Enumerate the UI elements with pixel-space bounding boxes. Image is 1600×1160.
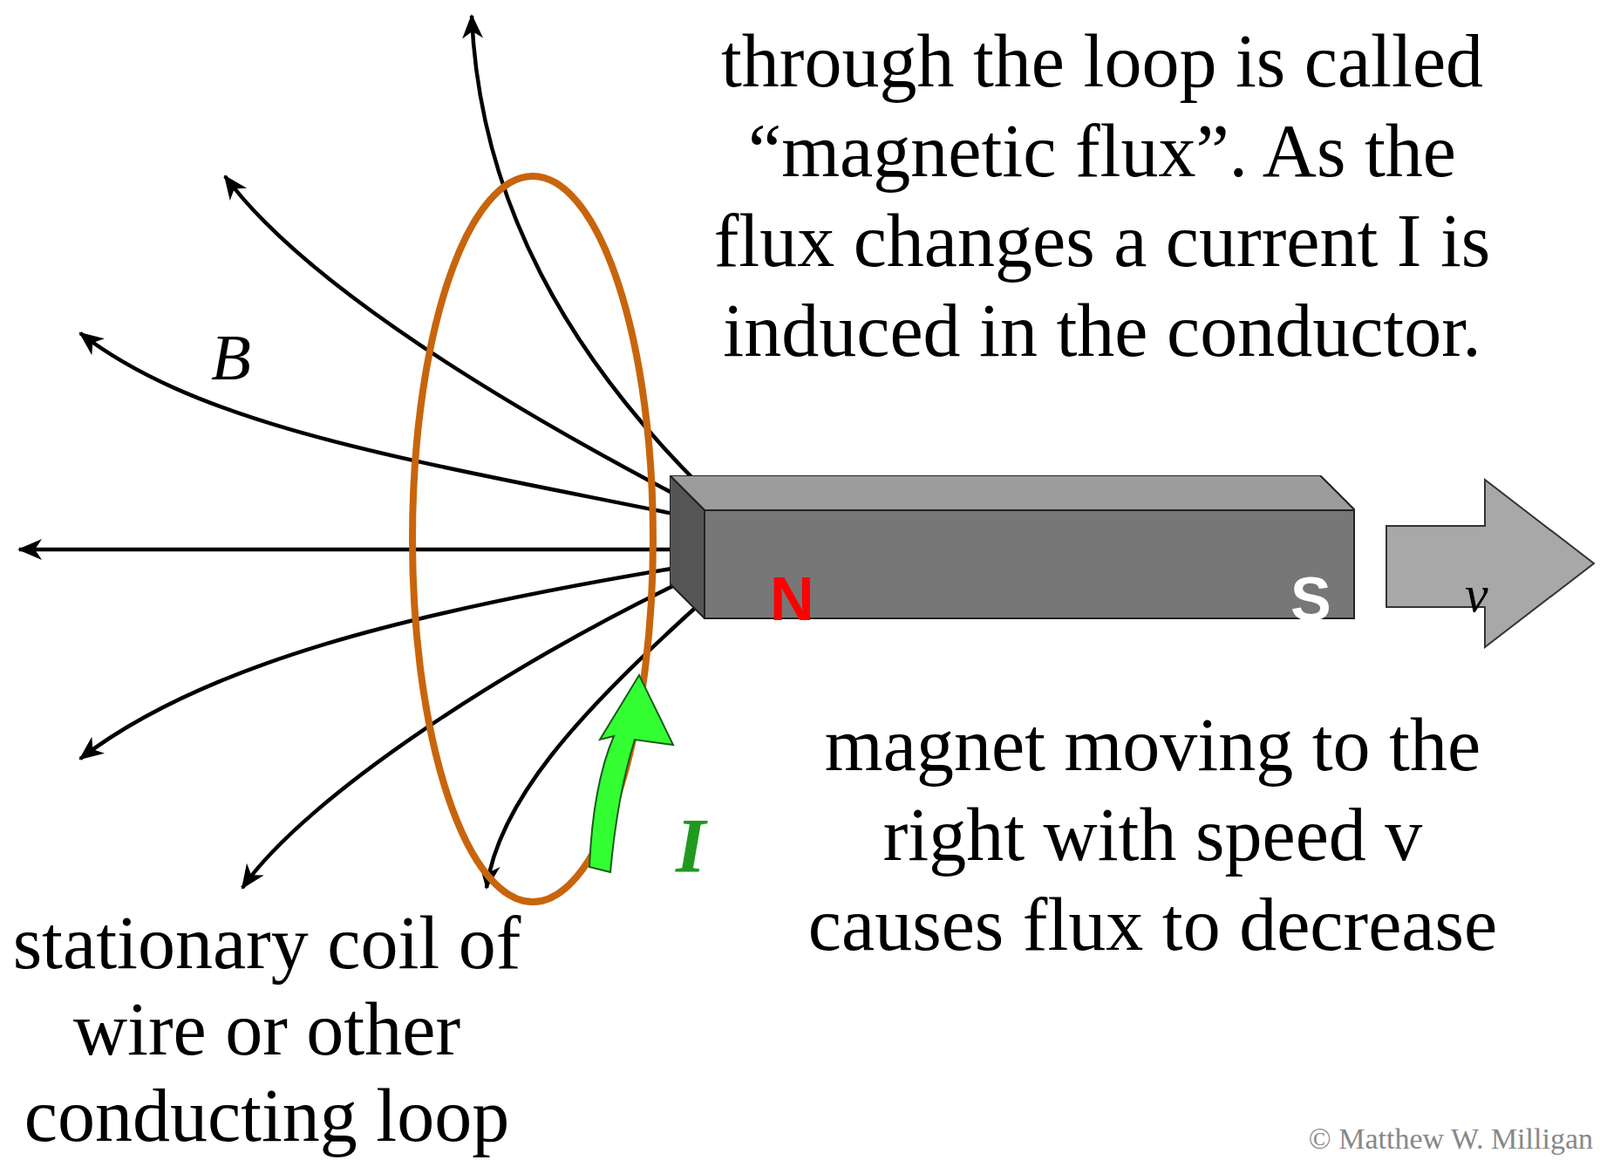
motion-note: magnet moving to the right with speed v … <box>790 700 1515 970</box>
velocity-label: v <box>1464 567 1489 620</box>
bar-magnet-face <box>669 475 1355 511</box>
field-line <box>80 566 682 759</box>
current-arrow <box>589 674 674 872</box>
velocity-arrow: v <box>1385 477 1596 649</box>
field-lines <box>19 15 702 888</box>
copyright-note: © Matthew W. Milligan <box>1308 1121 1594 1157</box>
pole-label: N <box>769 568 815 630</box>
field-line <box>224 176 686 500</box>
velocity-arrow-shape <box>1385 477 1596 649</box>
field-symbol: B <box>207 320 255 395</box>
bar-magnet: NS <box>669 475 1355 620</box>
field-line <box>80 333 682 516</box>
field-line <box>486 601 702 888</box>
coil-note: stationary coil of wire or other conduct… <box>5 899 529 1159</box>
field-line <box>19 547 682 552</box>
field-line <box>471 15 702 488</box>
field-line <box>242 581 682 888</box>
bar-magnet-face <box>669 475 705 619</box>
pole-label: S <box>1290 568 1332 630</box>
current-symbol: I <box>675 803 706 888</box>
explanation-note: through the loop is called “magnetic flu… <box>696 16 1508 376</box>
velocity-arrow-face <box>1386 479 1594 647</box>
